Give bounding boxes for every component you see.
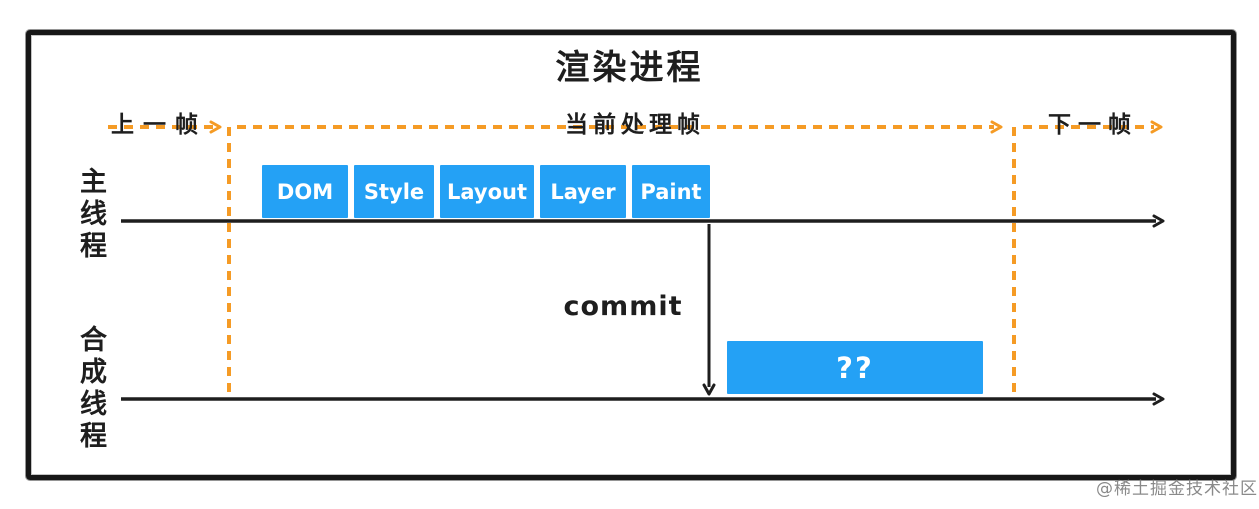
main-thread-stages: DOM Style Layout Layer Paint [262,165,710,218]
main-thread-label: 主线程 [75,167,106,263]
stage-dom: DOM [262,165,348,218]
next-frame-label: 下一帧 [1048,112,1138,138]
stage-layer: Layer [540,165,626,218]
stage-style: Style [354,165,434,218]
watermark: @稀土掘金技术社区 [1096,479,1258,499]
stage-paint: Paint [632,165,710,218]
stage-layout: Layout [440,165,534,218]
previous-frame-label: 上一帧 [111,112,207,138]
commit-label: commit [563,291,683,322]
current-frame-label: 当前处理帧 [565,112,705,138]
compositor-thread-label: 合成线程 [75,325,106,453]
diagram-title: 渲染进程 [555,48,704,88]
diagram-border [26,30,1236,480]
compositor-task-box: ?? [727,341,983,394]
